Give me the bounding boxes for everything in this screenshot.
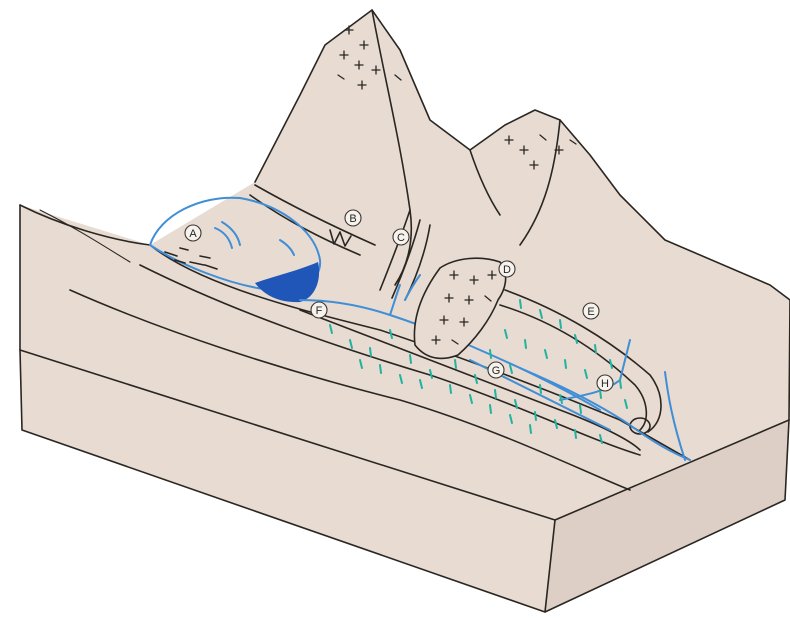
svg-text:A: A (189, 228, 197, 240)
label-d: D (499, 261, 515, 277)
svg-text:B: B (349, 213, 356, 225)
label-f: F (311, 302, 327, 318)
label-c: C (393, 229, 409, 245)
svg-text:C: C (397, 232, 405, 244)
label-e: E (583, 303, 599, 319)
label-b: B (345, 210, 361, 226)
svg-text:E: E (587, 306, 594, 318)
svg-text:G: G (492, 365, 501, 377)
svg-text:D: D (503, 264, 511, 276)
label-h: H (597, 375, 613, 391)
svg-text:H: H (601, 378, 609, 390)
label-g: G (488, 362, 504, 378)
svg-text:F: F (316, 305, 323, 317)
label-a: A (185, 225, 201, 241)
